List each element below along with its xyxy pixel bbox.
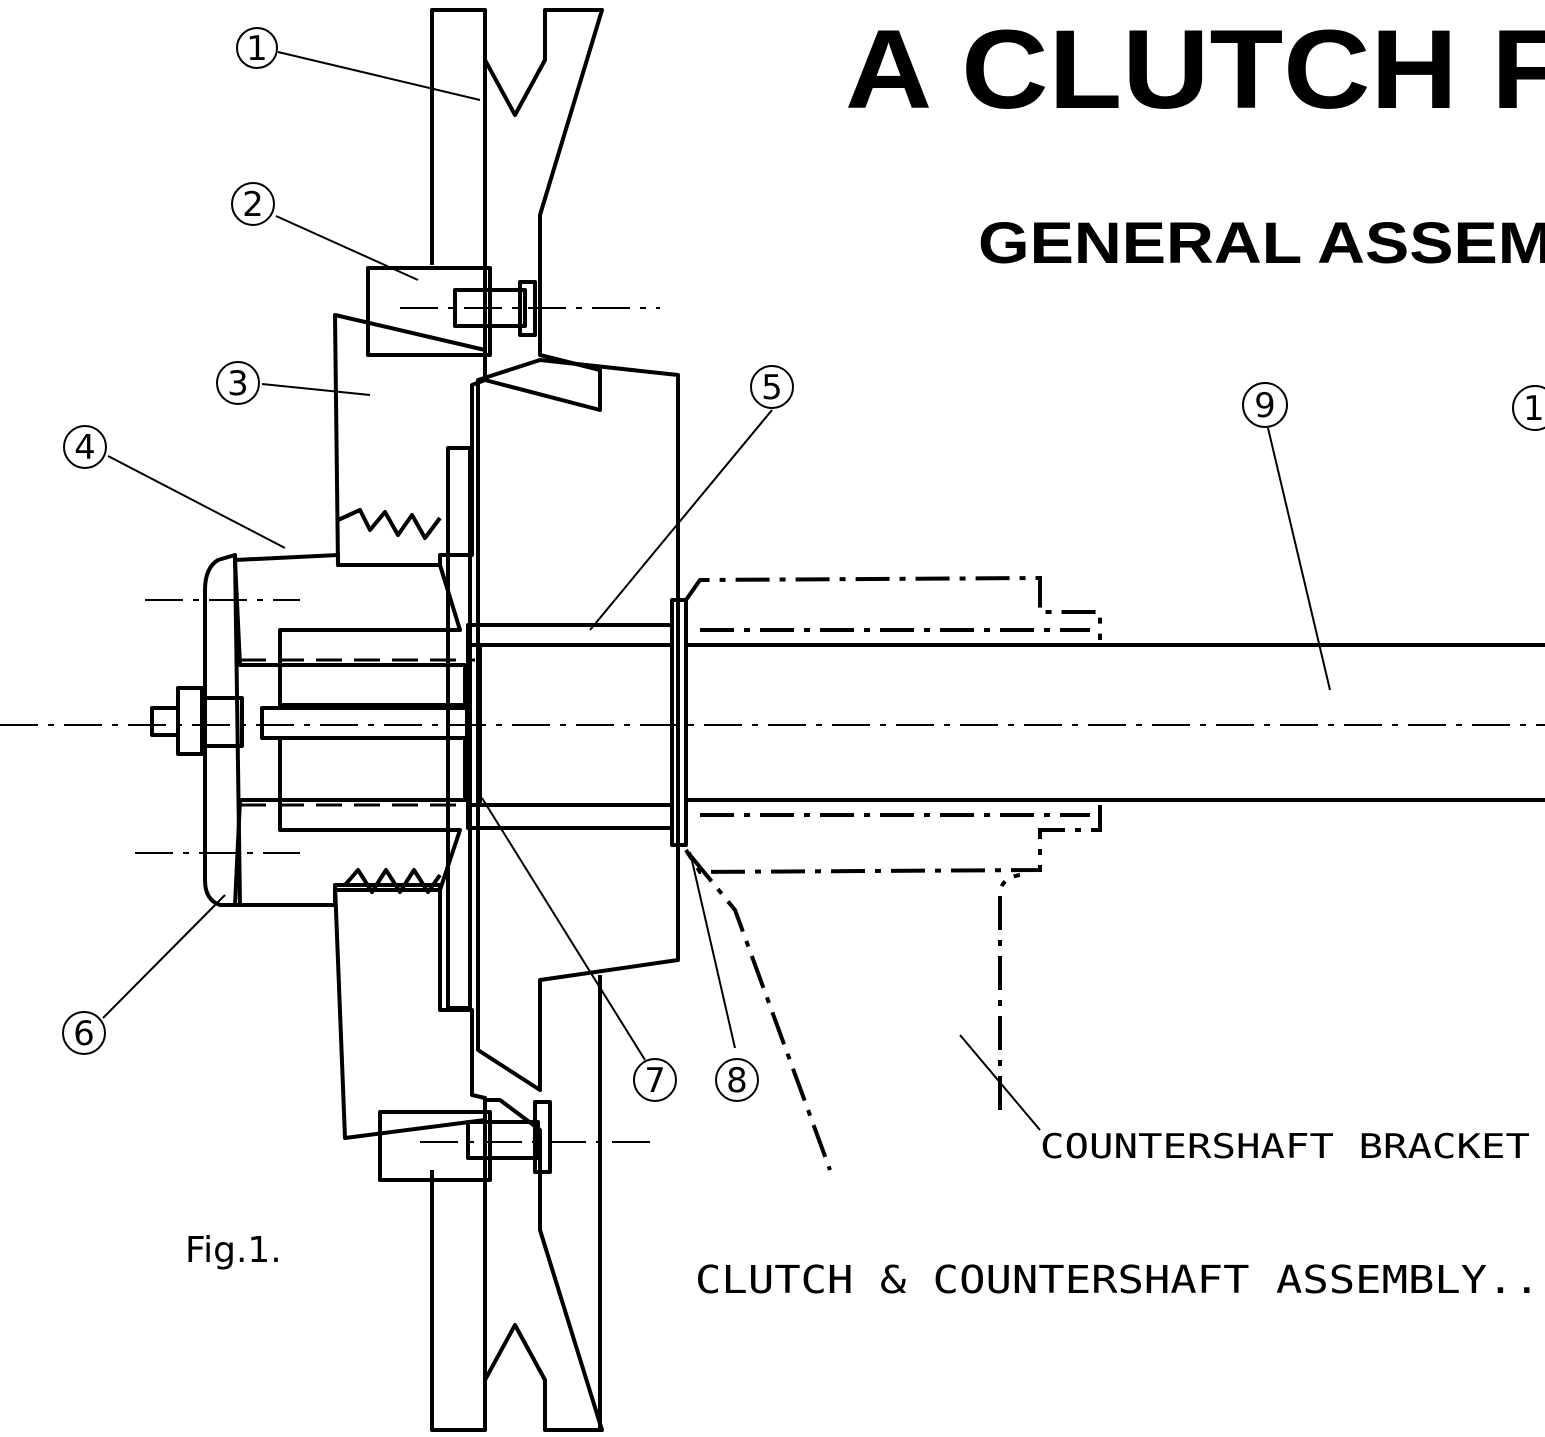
countershaft-bracket-outline	[684, 575, 1102, 1171]
part-2-ring	[366, 266, 660, 1182]
balloon-4: 4	[63, 425, 107, 469]
svg-text:2: 2	[242, 185, 264, 225]
part-5-sleeve	[466, 623, 674, 830]
part-3-cone	[333, 313, 487, 1140]
balloon-8: 8	[715, 1058, 759, 1102]
svg-text:9: 9	[1254, 386, 1276, 426]
svg-text:8: 8	[726, 1061, 748, 1101]
bracket-label: COUNTERSHAFT BRACKET	[1040, 1127, 1530, 1167]
leader-lines	[102, 51, 1331, 1131]
svg-text:7: 7	[644, 1061, 666, 1101]
balloon-1: 1	[236, 27, 278, 69]
balloon-5: 5	[750, 365, 794, 409]
balloon-7: 7	[633, 1058, 677, 1102]
svg-text:5: 5	[761, 368, 783, 408]
balloon-6: 6	[62, 1011, 106, 1055]
title: A CLUTCH F	[845, 7, 1545, 132]
balloon-2: 2	[231, 182, 275, 226]
part-9-shaft	[686, 643, 1545, 802]
svg-text:10: 10	[1523, 389, 1545, 429]
svg-text:3: 3	[227, 364, 249, 404]
part-8-collar	[670, 598, 688, 847]
svg-text:1: 1	[246, 29, 268, 69]
svg-text:6: 6	[73, 1014, 95, 1054]
center-bolt	[150, 686, 469, 756]
figure-label: Fig.1.	[185, 1230, 282, 1271]
part-1-pulley	[430, 8, 680, 1432]
part-6-end-plate	[203, 553, 475, 907]
balloon-3: 3	[216, 361, 260, 405]
balloon-9: 9	[1242, 382, 1288, 428]
balloon-10: 10	[1512, 385, 1545, 431]
caption: CLUTCH & COUNTERSHAFT ASSEMBLY..	[695, 1258, 1540, 1302]
svg-text:4: 4	[74, 428, 96, 468]
subtitle: GENERAL ASSEM	[978, 211, 1545, 276]
